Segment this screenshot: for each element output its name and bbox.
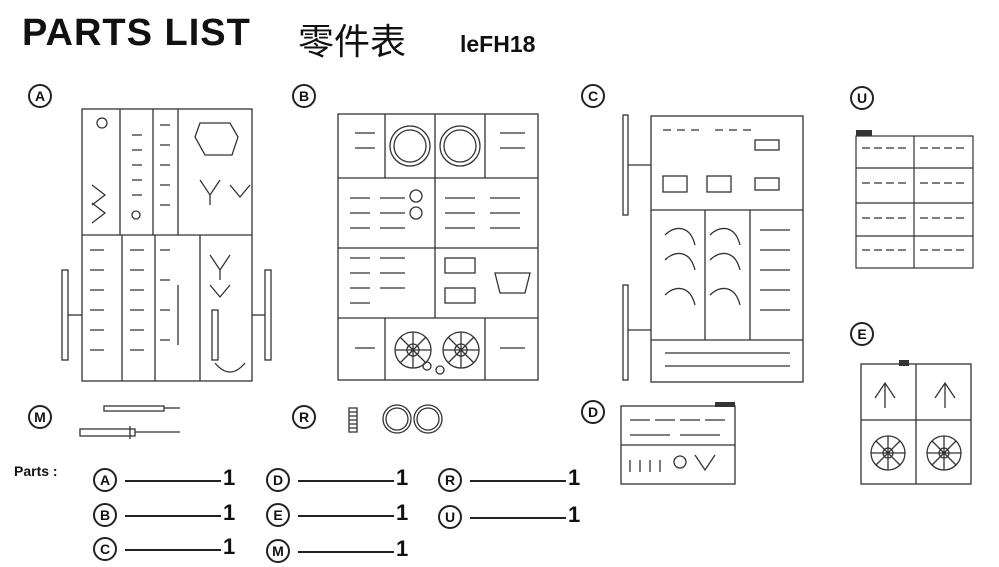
part-line [125,515,221,517]
model-name: leFH18 [460,31,536,57]
sprue-label-c: C [581,84,605,108]
sprue-label-r: R [292,405,316,429]
part-letter-m: M [266,539,290,563]
part-letter-u: U [438,505,462,529]
part-qty-u: 1 [568,502,581,527]
page-title: PARTS LIST [22,12,251,54]
part-line [298,551,394,553]
part-letter-b: B [93,503,117,527]
part-letter-c: C [93,537,117,561]
part-letter-e: E [266,503,290,527]
part-qty-d: 1 [396,465,409,490]
part-qty-r: 1 [568,465,581,490]
part-letter-d: D [266,468,290,492]
sprue-label-d: D [581,400,605,424]
part-line [298,515,394,517]
part-letter-a: A [93,468,117,492]
part-qty-c: 1 [223,534,236,559]
sprue-c-drawing [622,114,804,383]
sprue-label-m: M [28,405,52,429]
sprue-u-drawing [855,130,974,269]
part-qty-a: 1 [223,465,236,490]
sprue-b-drawing [337,113,539,381]
sprue-d-drawing [620,402,736,485]
parts-label: Parts : [14,463,58,479]
part-qty-m: 1 [396,536,409,561]
sprue-r-drawing [348,404,443,434]
part-qty-e: 1 [396,500,409,525]
page-title-cjk: 零件表 [298,22,407,63]
part-line [125,549,221,551]
sprue-label-u: U [850,86,874,110]
part-line [125,480,221,482]
sprue-e-drawing [860,360,972,485]
part-line [470,480,566,482]
part-line [298,480,394,482]
part-qty-b: 1 [223,500,236,525]
sprue-m-drawing [79,405,180,439]
part-line [470,517,566,519]
sprue-label-a: A [28,84,52,108]
sprue-label-b: B [292,84,316,108]
part-letter-r: R [438,468,462,492]
sprue-label-e: E [850,322,874,346]
sprue-a-drawing [61,108,272,382]
